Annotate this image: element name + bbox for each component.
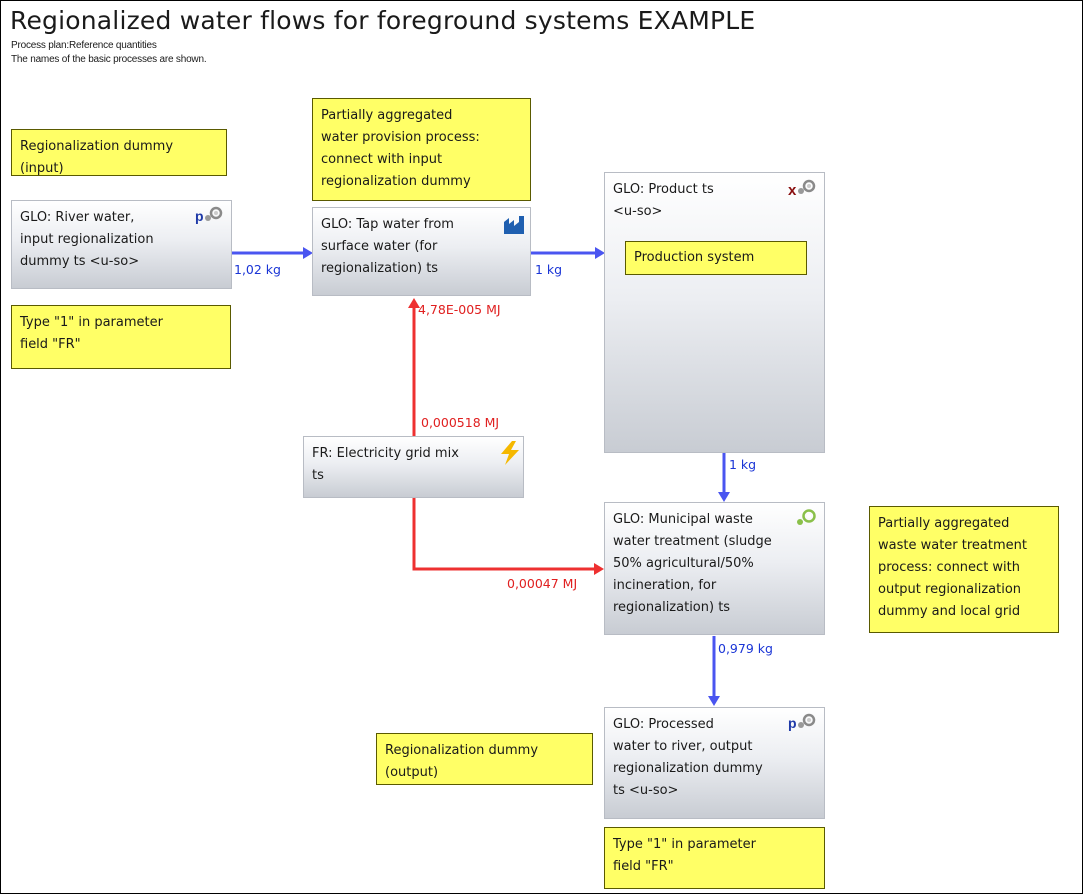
process-label: FR: Electricity grid mix ts — [312, 446, 459, 483]
process-label: GLO: Product ts <u-so> — [613, 182, 714, 219]
process-electricity-grid[interactable]: FR: Electricity grid mix ts — [303, 436, 524, 498]
flow-arrow-tap-to-product[interactable] — [531, 247, 605, 259]
gear-icon — [797, 509, 816, 525]
note-regionalization-dummy-output[interactable]: Regionalization dummy (output) — [376, 733, 593, 785]
flow-arrow-river-to-tap[interactable] — [232, 247, 313, 259]
parameter-gear-icon: p — [788, 713, 816, 731]
process-river-water[interactable]: GLO: River water, input regionalization … — [11, 200, 232, 289]
x-gear-icon: x — [788, 179, 816, 199]
subtitle-note: The names of the basic processes are sho… — [11, 54, 207, 65]
flow-label-electricity-to-tap: 4,78E-005 MJ — [418, 302, 501, 317]
svg-text:p: p — [788, 715, 797, 731]
note-type1-parameter-top[interactable]: Type "1" in parameter field "FR" — [11, 305, 231, 369]
lightning-icon — [501, 441, 519, 465]
flow-label-river-to-tap: 1,02 kg — [234, 262, 281, 277]
flow-arrow-electricity-to-waste[interactable] — [412, 498, 604, 575]
flow-label-electricity-out: 0,000518 MJ — [421, 415, 500, 430]
note-regionalization-dummy-input[interactable]: Regionalization dummy (input) — [11, 129, 227, 176]
note-partial-water-provision[interactable]: Partially aggregated water provision pro… — [312, 98, 531, 201]
factory-icon — [504, 216, 524, 234]
flow-arrow-product-to-waste[interactable] — [718, 452, 730, 502]
process-label: GLO: Processed water to river, output re… — [613, 717, 763, 798]
process-label: GLO: Municipal waste water treatment (sl… — [613, 512, 772, 615]
process-processed-water[interactable]: GLO: Processed water to river, output re… — [604, 707, 825, 819]
flow-label-electricity-to-waste: 0,00047 MJ — [507, 576, 578, 591]
flow-arrow-waste-to-processed[interactable] — [708, 636, 720, 706]
flow-label-waste-to-processed: 0,979 kg — [718, 641, 773, 656]
process-product[interactable]: GLO: Product ts <u-so> x Production syst… — [604, 172, 825, 453]
flow-arrow-electricity-to-tap[interactable] — [408, 298, 420, 436]
process-label: GLO: Tap water from surface water (for r… — [321, 217, 454, 276]
subtitle-plan: Process plan:Reference quantities — [11, 40, 157, 51]
process-tap-water[interactable]: GLO: Tap water from surface water (for r… — [312, 207, 531, 296]
svg-text:p: p — [195, 208, 204, 224]
parameter-gear-icon: p — [195, 206, 223, 224]
diagram-title: Regionalized water flows for foreground … — [10, 6, 756, 35]
note-type1-parameter-bottom[interactable]: Type "1" in parameter field "FR" — [604, 827, 825, 889]
svg-text:x: x — [788, 182, 797, 199]
process-label: GLO: River water, input regionalization … — [20, 210, 154, 269]
flow-label-product-to-waste: 1 kg — [729, 457, 757, 472]
process-waste-water[interactable]: GLO: Municipal waste water treatment (sl… — [604, 502, 825, 635]
note-partial-waste-water[interactable]: Partially aggregated waste water treatme… — [869, 506, 1059, 633]
note-production-system[interactable]: Production system — [625, 241, 807, 275]
flow-label-tap-to-product: 1 kg — [535, 262, 563, 277]
